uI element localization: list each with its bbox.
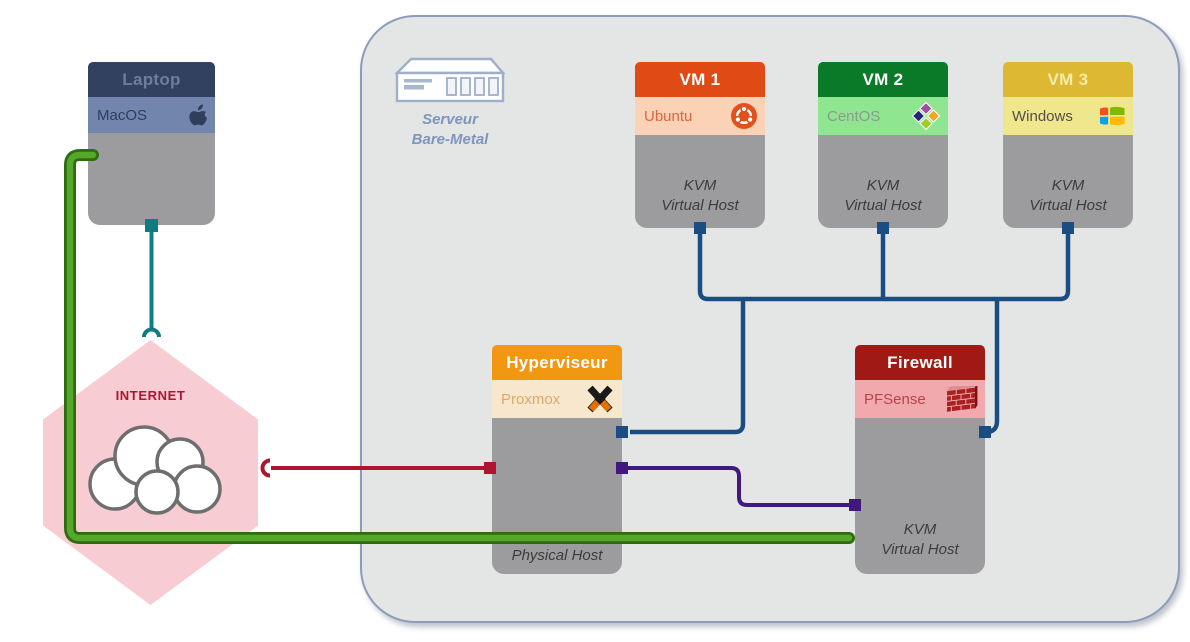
laptop-os-label: MacOS: [97, 106, 148, 124]
apple-logo-icon: [189, 104, 207, 126]
internet-label: INTERNET: [115, 388, 186, 403]
firewall-role-label: KVM Virtual Host: [881, 520, 959, 558]
hypervisor-role-label: Physical Host: [511, 546, 603, 564]
vm3-title: VM 3: [1003, 62, 1133, 97]
laptop-body: [88, 133, 215, 225]
firewall-os-row: PFSense: [855, 380, 985, 418]
cloud-icon: [88, 425, 222, 515]
vm2-title: VM 2: [818, 62, 948, 97]
vm3-os-row: Windows: [1003, 97, 1133, 135]
vm3-body: KVM Virtual Host: [1003, 135, 1133, 228]
server-bare-metal-label: Serveur Bare-Metal: [411, 111, 489, 148]
firewall-brick-icon: [947, 385, 978, 412]
vm1-role-label: KVM Virtual Host: [661, 176, 739, 214]
vm2-os-row: CentOS: [818, 97, 948, 135]
ubuntu-logo-icon: [731, 103, 757, 129]
proxmox-logo-icon: [587, 385, 613, 413]
vm2-body: KVM Virtual Host: [818, 135, 948, 228]
connection-laptop-internet: [142, 219, 161, 338]
vm1-title: VM 1: [635, 62, 765, 97]
vm1-node: VM 1 Ubuntu KVM Virtual Host: [635, 62, 765, 228]
centos-logo-icon: [911, 101, 941, 131]
hypervisor-node: Hyperviseur Proxmox Physical Host: [492, 345, 622, 574]
vm3-role-label: KVM Virtual Host: [1029, 176, 1107, 214]
firewall-body: KVM Virtual Host: [855, 418, 985, 574]
vm3-node: VM 3 Windows KVM Virtual Host: [1003, 62, 1133, 228]
laptop-os-row: MacOS: [88, 97, 215, 133]
firewall-os-label: PFSense: [864, 390, 926, 408]
windows-logo-icon: [1099, 106, 1125, 126]
hypervisor-os-row: Proxmox: [492, 380, 622, 418]
vm1-body: KVM Virtual Host: [635, 135, 765, 228]
vm2-os-label: CentOS: [827, 107, 881, 125]
vm2-role-label: KVM Virtual Host: [844, 176, 922, 214]
hypervisor-body: Physical Host: [492, 418, 622, 574]
vm2-node: VM 2 CentOS KVM Virtual Host: [818, 62, 948, 228]
server-icon: [395, 57, 505, 103]
laptop-node: Laptop MacOS: [88, 62, 215, 225]
hypervisor-title: Hyperviseur: [492, 345, 622, 380]
hypervisor-os-label: Proxmox: [501, 390, 561, 408]
vm3-os-label: Windows: [1012, 107, 1073, 125]
laptop-title: Laptop: [88, 62, 215, 97]
firewall-title: Firewall: [855, 345, 985, 380]
firewall-node: Firewall PFSense: [855, 345, 985, 574]
vm1-os-label: Ubuntu: [644, 107, 693, 125]
vm1-os-row: Ubuntu: [635, 97, 765, 135]
